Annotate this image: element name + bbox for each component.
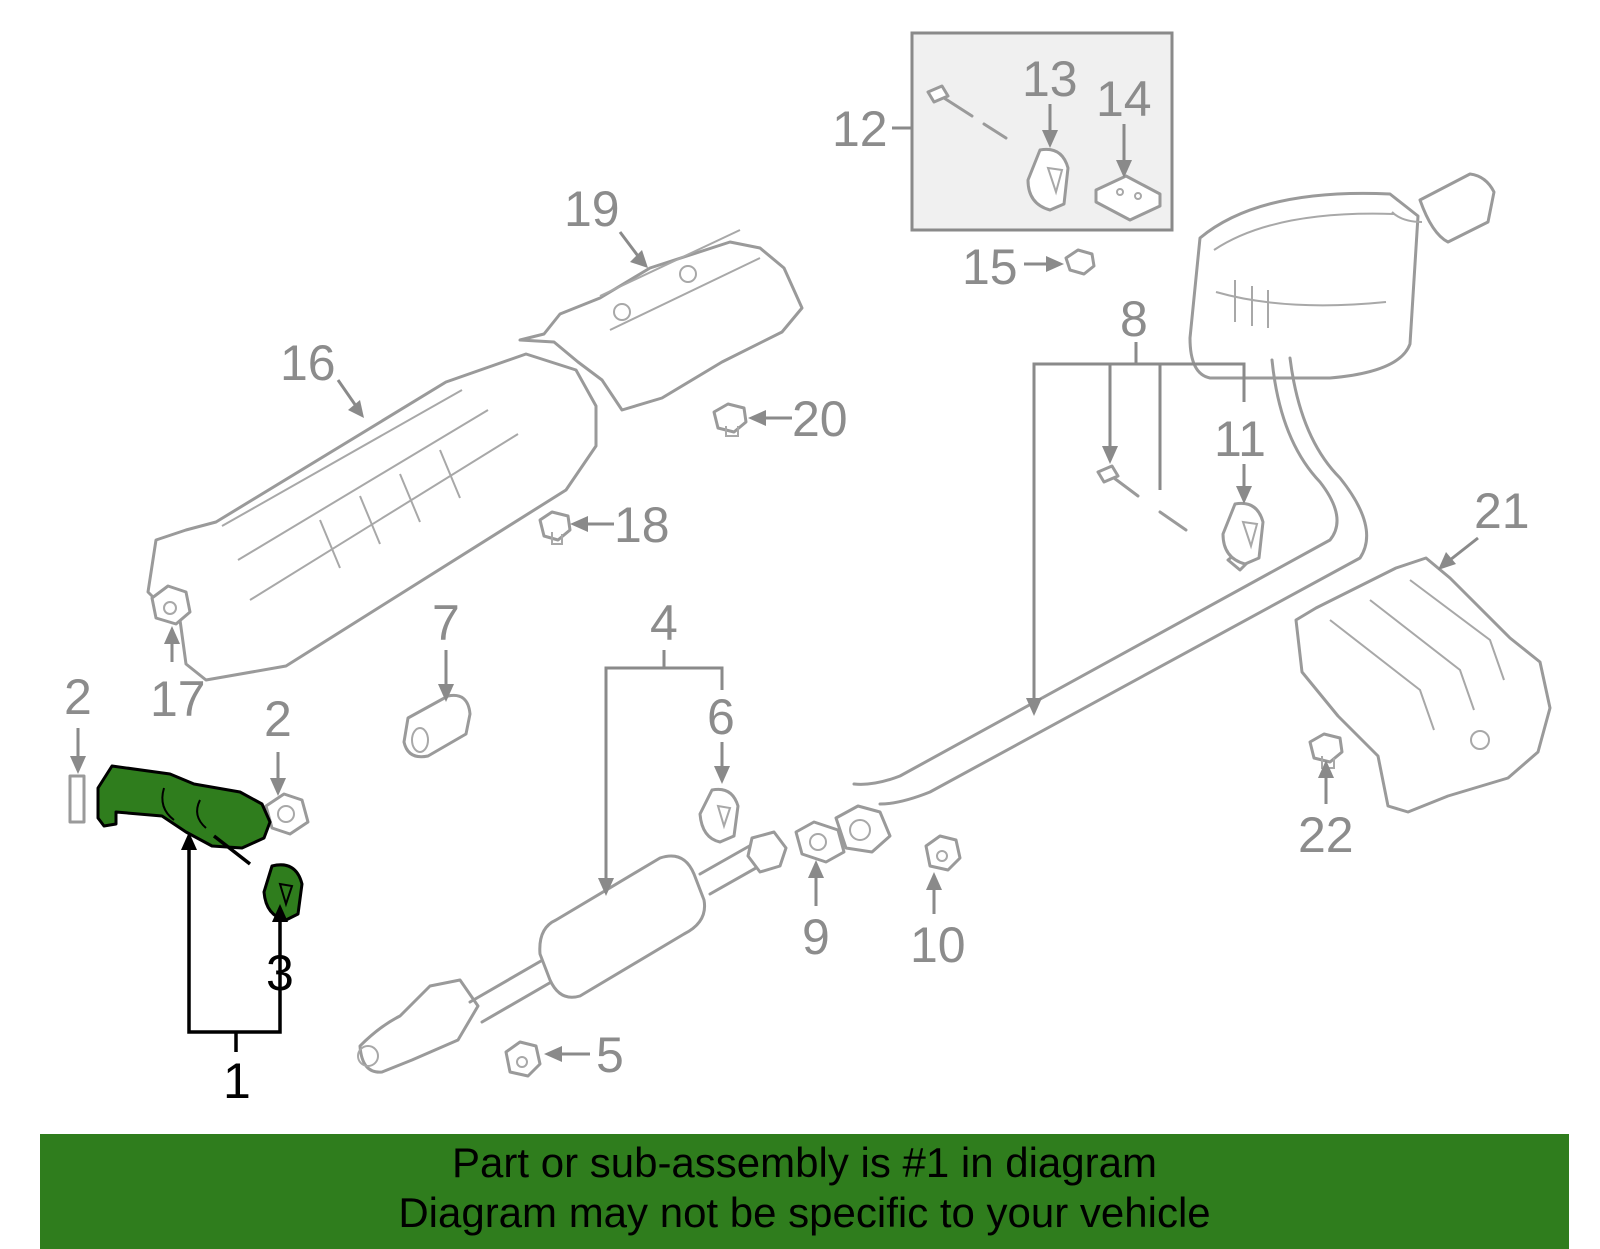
nut-5 (504, 1040, 542, 1078)
heat-shield-21 (1294, 556, 1552, 814)
heat-shield-16 (146, 352, 598, 682)
callout-1: 1 (223, 1053, 251, 1109)
nut-20 (712, 402, 748, 437)
callout-4: 4 (650, 595, 678, 651)
hanger-insulator-6 (698, 787, 740, 844)
callout-2-right: 2 (264, 691, 292, 747)
callout-5: 5 (596, 1027, 624, 1083)
banner-line-2: Diagram may not be specific to your vehi… (398, 1189, 1211, 1236)
callout-19: 19 (564, 181, 620, 237)
callout-2-left: 2 (64, 669, 92, 725)
rear-muffler (1188, 172, 1496, 380)
heat-shield-19 (518, 229, 804, 412)
hanger-insulator-3 (262, 863, 304, 922)
banner-line-1: Part or sub-assembly is #1 in diagram (452, 1139, 1157, 1186)
callout-17: 17 (150, 671, 206, 727)
info-banner: Part or sub-assembly is #1 in diagram Di… (40, 1134, 1569, 1249)
callout-3: 3 (266, 945, 294, 1001)
callout-11: 11 (1214, 411, 1266, 467)
callout-15: 15 (962, 239, 1018, 295)
gasket-2-right (264, 792, 310, 836)
callout-13: 13 (1022, 51, 1078, 107)
leader-lines (70, 104, 1479, 1062)
callout-20: 20 (792, 391, 848, 447)
hanger-insulator-13 (1026, 147, 1070, 212)
hanger-insulator-11 (1221, 501, 1265, 566)
callout-7: 7 (432, 595, 460, 651)
bolt-8 (1096, 464, 1188, 532)
kit-bolt-12 (926, 84, 1008, 140)
bracket-14 (1094, 174, 1162, 222)
nut-17 (150, 584, 192, 626)
callout-22: 22 (1298, 807, 1354, 863)
callout-14: 14 (1096, 71, 1152, 127)
callout-8: 8 (1120, 291, 1148, 347)
pipe-flange-8 (834, 804, 892, 854)
callout-labels: 1 2 2 3 4 5 6 7 8 9 10 11 12 13 14 15 16… (64, 51, 1530, 1109)
gasket-2-left (68, 774, 86, 824)
nut-10 (924, 834, 962, 872)
clamp-7 (402, 693, 472, 759)
nut-15 (1064, 248, 1096, 276)
callout-6: 6 (707, 689, 735, 745)
callout-16: 16 (280, 335, 336, 391)
gasket-9 (794, 820, 846, 864)
callout-18: 18 (614, 497, 670, 553)
center-pipe-4 (357, 830, 788, 1074)
callout-9: 9 (802, 909, 830, 965)
callout-12: 12 (832, 101, 888, 157)
front-pipe-catalytic-converter-1 (96, 764, 272, 866)
callout-21: 21 (1474, 483, 1530, 539)
callout-10: 10 (910, 917, 966, 973)
nut-18 (538, 510, 572, 545)
